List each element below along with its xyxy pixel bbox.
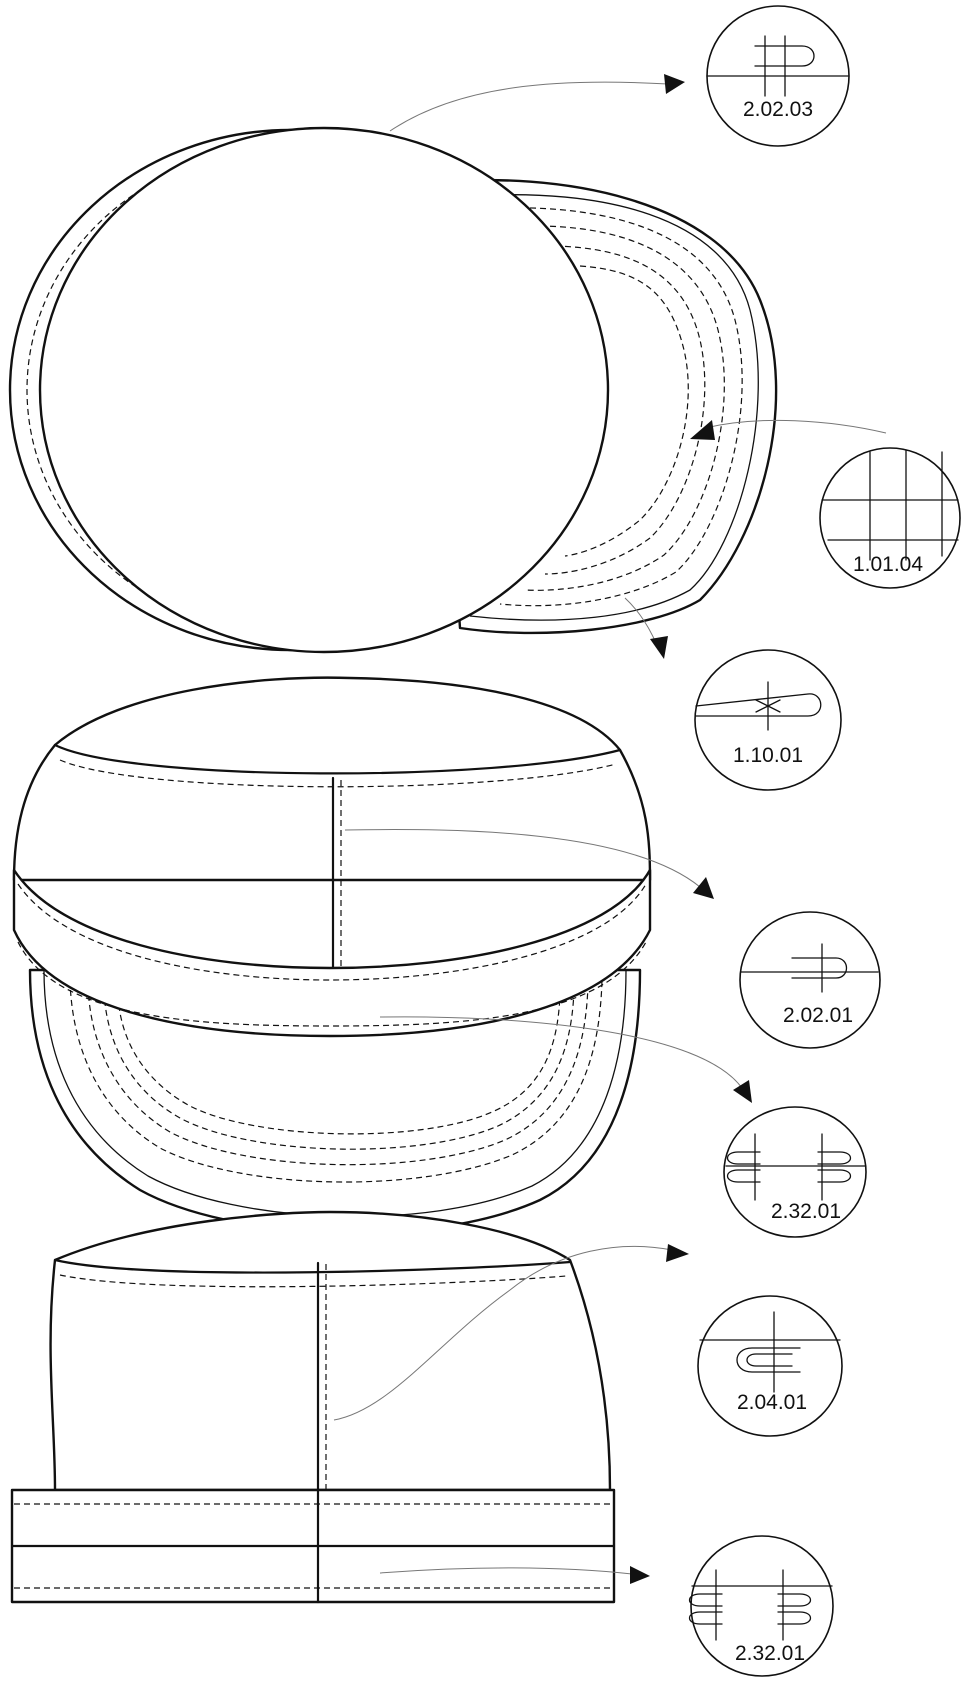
stitch-code-label: 2.32.01 — [735, 1642, 805, 1665]
stitch-callout-1-01-04: 1.01.04 — [819, 447, 961, 589]
stitch-code-label: 1.10.01 — [733, 744, 803, 767]
front-view-crown — [12, 676, 652, 970]
stitch-callout-2-32-01-side: 2.32.01 — [688, 1535, 834, 1677]
stitch-callout-2-32-01-front: 2.32.01 — [723, 1106, 867, 1238]
stitch-code-label: 2.02.01 — [783, 1004, 853, 1027]
leader-lines — [333, 74, 887, 1584]
top-view-crown — [8, 126, 610, 654]
stitch-callout-2-04-01: 2.04.01 — [697, 1295, 843, 1437]
top-view — [8, 126, 778, 654]
stitch-symbol-2-02-01 — [740, 943, 879, 993]
stitch-code-label: 2.02.03 — [743, 98, 813, 121]
stitch-code-label: 2.04.01 — [737, 1391, 807, 1414]
stitch-code-label: 2.32.01 — [771, 1200, 841, 1223]
stitch-callout-2-02-01: 2.02.01 — [739, 911, 881, 1049]
front-view-band — [12, 868, 652, 1038]
stitch-symbol-1-10-01 — [695, 681, 822, 731]
side-view — [10, 1210, 616, 1604]
stitch-callout-2-02-03: 2.02.03 — [706, 5, 850, 147]
stitch-symbol-2-32-01-side — [688, 1569, 833, 1641]
stitch-symbol-2-04-01 — [699, 1311, 841, 1393]
stitch-symbol-2-32-01-front — [725, 1133, 866, 1201]
stitch-symbol-1-01-04 — [821, 449, 959, 561]
front-view — [12, 676, 652, 1234]
stitch-symbol-2-02-03 — [706, 35, 849, 97]
stitch-code-label: 1.01.04 — [853, 553, 923, 576]
stitch-callout-1-10-01: 1.10.01 — [694, 649, 842, 791]
